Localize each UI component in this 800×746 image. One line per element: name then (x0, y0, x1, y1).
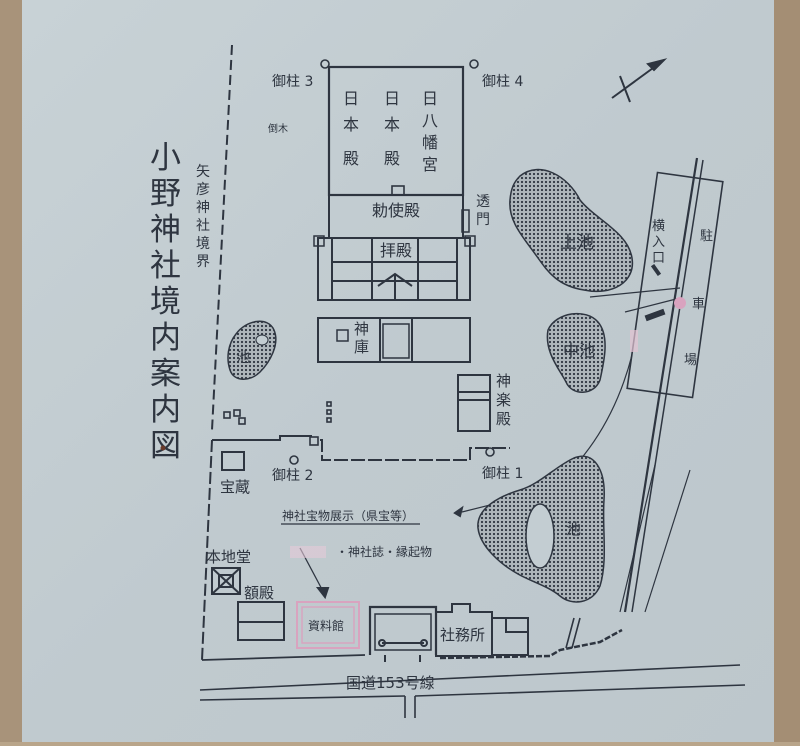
svg-text:庫: 庫 (354, 338, 369, 356)
honden-labels: 日 本 殿 日 本 殿 日 八 幡 宮 (343, 89, 438, 174)
kaminoike-pond (509, 168, 634, 293)
pond-island (525, 503, 555, 569)
svg-text:神: 神 (496, 372, 511, 390)
svg-text:彦: 彦 (196, 182, 210, 198)
road-north-edge (199, 664, 741, 691)
fallen-tree-label: 倒木 (268, 123, 288, 135)
map-title: 小 野 神 社 境 内 案 内 図 (150, 140, 181, 464)
svg-text:殿: 殿 (384, 149, 400, 168)
chokushiden-label: 勅使殿 (372, 201, 420, 220)
svg-text:口: 口 (652, 251, 665, 266)
hozo-label: 宝蔵 (220, 478, 250, 496)
hozo (221, 451, 245, 471)
title-char: 図 (150, 428, 181, 464)
pillar-1-label: 御柱 1 (482, 466, 523, 482)
svg-text:殿: 殿 (496, 410, 511, 428)
shiryokan-label: 資料館 (308, 618, 344, 633)
east-road (623, 157, 699, 613)
svg-text:日: 日 (422, 89, 438, 108)
title-char: 内 (150, 392, 181, 428)
haiden-label: 拝殿 (380, 241, 412, 260)
title-char: 野 (150, 176, 181, 212)
svg-text:宮: 宮 (422, 155, 438, 174)
svg-text:殿: 殿 (343, 149, 359, 168)
svg-text:社: 社 (196, 218, 210, 234)
svg-text:楽: 楽 (496, 391, 511, 409)
boundary-line (211, 44, 233, 431)
border-label: 矢 彦 神 社 境 界 (196, 164, 210, 270)
pillar-3-marker (320, 59, 330, 69)
gakuden-label: 額殿 (244, 584, 274, 602)
svg-text:場: 場 (684, 353, 697, 368)
svg-text:日: 日 (343, 89, 359, 108)
pillar-4-marker (469, 59, 479, 69)
svg-text:本: 本 (343, 115, 359, 134)
pillar-3-label: 御柱 3 (272, 74, 313, 90)
shinko-row (317, 317, 471, 363)
svg-text:幡: 幡 (422, 133, 438, 152)
pillars (223, 59, 495, 465)
shinko-label: 神 (354, 320, 369, 338)
west-pond-label: 池 (236, 350, 250, 366)
parking-lot (626, 171, 724, 399)
svg-text:界: 界 (196, 254, 210, 270)
shamusho (435, 603, 493, 657)
title-char: 境 (150, 284, 181, 320)
nakanoike-pond (546, 312, 606, 393)
svg-text:駐: 駐 (700, 229, 713, 244)
shamusho-label: 社務所 (440, 626, 485, 644)
honjido (211, 567, 241, 595)
svg-text:日: 日 (384, 89, 400, 108)
title-char: 案 (150, 356, 181, 392)
svg-text:横: 横 (652, 219, 665, 234)
svg-text:本: 本 (384, 115, 400, 134)
svg-text:矢: 矢 (196, 164, 210, 180)
svg-text:八: 八 (422, 111, 438, 130)
title-char: 社 (150, 248, 181, 284)
entrance-marker (674, 297, 686, 309)
kaguraden-label: 神 楽 殿 (496, 372, 511, 428)
svg-text:入: 入 (652, 235, 665, 250)
svg-text:門: 門 (476, 212, 490, 228)
svg-text:車: 車 (692, 297, 705, 312)
exhibit-title: 神社宝物展示（県宝等） (282, 508, 414, 523)
svg-text:神: 神 (196, 200, 210, 216)
shiryokan (296, 601, 360, 649)
honjido-label: 本地堂 (206, 548, 251, 566)
title-char: 神 (150, 212, 181, 248)
pillar-2-label: 御柱 2 (272, 468, 313, 484)
nakanoike-label: 中池 (563, 341, 595, 360)
sukimon (461, 209, 470, 233)
pillar-1-marker (485, 447, 495, 457)
road-label: 国道153号線 (346, 674, 435, 692)
kaminoike-label: 上池 (560, 233, 594, 253)
kaguraden (457, 374, 491, 432)
pillar-4-label: 御柱 4 (482, 74, 523, 90)
side-entrance-label: 横 入 口 (652, 219, 665, 266)
pillar-2-marker (289, 455, 299, 465)
south-pond-label: 池 (566, 520, 581, 538)
exhibit-items: ・神社誌・縁起物 (336, 544, 432, 559)
map-panel (22, 0, 774, 742)
sukimon-label: 透 (476, 194, 490, 210)
title-char: 内 (150, 320, 181, 356)
svg-text:境: 境 (196, 236, 210, 252)
title-char: 小 (150, 140, 181, 176)
parking-label: 駐 車 場 (684, 229, 713, 368)
